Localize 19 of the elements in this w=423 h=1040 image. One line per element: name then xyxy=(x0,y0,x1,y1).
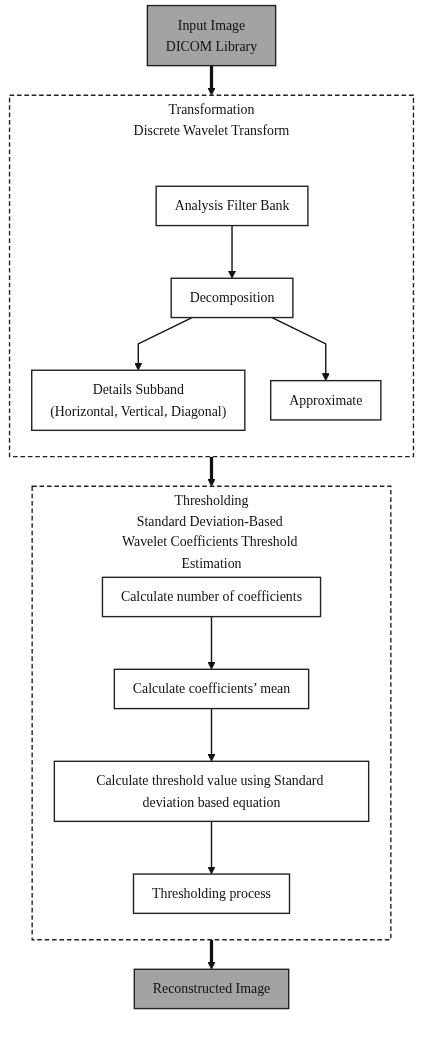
arrow xyxy=(134,316,193,371)
arrow xyxy=(207,456,216,487)
node-box: Calculate number of coefficients xyxy=(101,576,322,618)
node-box: Thresholding process xyxy=(132,873,291,915)
arrow xyxy=(207,65,216,96)
arrow xyxy=(207,820,216,875)
node-box: Analysis Filter Bank xyxy=(155,185,309,227)
node-box: Calculate coefficients’ mean xyxy=(113,668,310,710)
node-box: Details Subband (Horizontal, Vertical, Diagonal) xyxy=(31,369,246,432)
node-box: Approximate xyxy=(270,379,382,421)
arrow xyxy=(271,316,330,381)
node-box: Input Image DICOM Library xyxy=(146,4,277,67)
arrow xyxy=(227,224,237,279)
arrow xyxy=(207,707,216,762)
arrow xyxy=(207,939,216,970)
node-box: Calculate threshold value using Standard deviation based equation xyxy=(53,760,370,823)
arrow xyxy=(207,615,216,670)
node-box: Reconstructed Image xyxy=(133,968,290,1010)
node-box: Decomposition xyxy=(170,277,294,319)
